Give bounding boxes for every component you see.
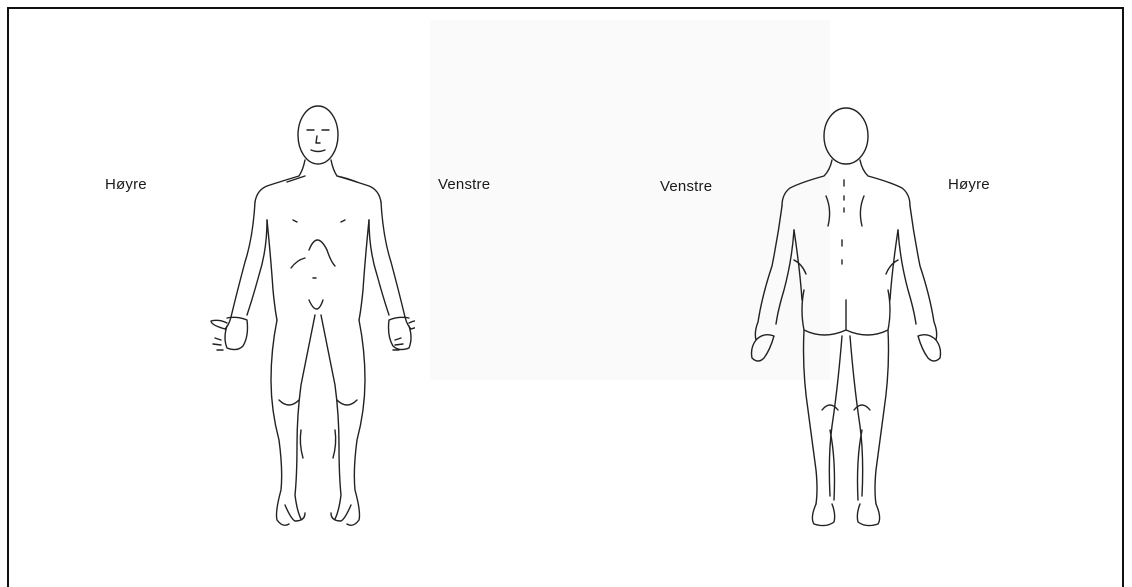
back-right-leg-outer <box>875 330 889 504</box>
front-shins <box>300 430 335 458</box>
back-calves <box>830 430 862 500</box>
front-rib-arch <box>309 240 335 266</box>
back-right-hand <box>918 335 941 361</box>
back-spine <box>842 180 844 264</box>
front-torso-left <box>359 220 369 320</box>
body-front-figure <box>205 100 415 530</box>
front-rib-line <box>291 258 305 268</box>
front-right-leg-outer <box>271 320 289 525</box>
front-right-fingers <box>213 338 223 350</box>
front-left-arm-outer <box>381 202 411 329</box>
front-left-fingers <box>393 338 403 350</box>
back-head <box>824 108 868 164</box>
front-right-leg-inner <box>295 315 315 519</box>
front-head <box>298 106 338 164</box>
front-left-leg-outer <box>347 320 365 525</box>
front-left-arm-inner <box>369 220 389 315</box>
back-right-shoulder <box>860 160 910 206</box>
body-back-svg <box>738 100 948 530</box>
front-feet <box>285 505 351 521</box>
front-left-label: Venstre <box>438 176 490 193</box>
front-left-leg-inner <box>321 315 341 519</box>
back-left-shoulder <box>782 160 832 206</box>
front-right-label: Høyre <box>105 176 147 193</box>
front-nipples <box>293 220 345 222</box>
back-right-label: Høyre <box>948 176 990 193</box>
diagram-frame <box>7 7 1124 587</box>
back-left-leg-outer <box>804 330 818 504</box>
body-front-svg <box>205 100 415 530</box>
front-knees <box>279 400 357 405</box>
back-feet <box>812 504 879 526</box>
back-left-leg-inner <box>829 336 842 496</box>
body-back-figure <box>738 100 948 530</box>
back-left-hand <box>752 335 775 361</box>
back-right-arm-inner <box>898 230 916 324</box>
front-torso-right <box>267 220 277 320</box>
back-left-arm-inner <box>776 230 794 324</box>
back-elbows <box>794 260 898 274</box>
back-right-leg-inner <box>850 336 863 496</box>
front-nose <box>316 136 320 143</box>
front-right-arm-outer <box>225 202 255 329</box>
back-right-arm-outer <box>910 206 937 340</box>
front-mouth <box>311 150 325 152</box>
front-groin <box>309 300 323 309</box>
front-right-arm-inner <box>247 220 267 315</box>
back-left-label: Venstre <box>660 178 712 195</box>
back-knee-creases <box>822 405 870 410</box>
back-left-arm-outer <box>755 206 782 340</box>
front-left-shoulder <box>255 160 305 202</box>
back-scapulae <box>826 196 864 226</box>
